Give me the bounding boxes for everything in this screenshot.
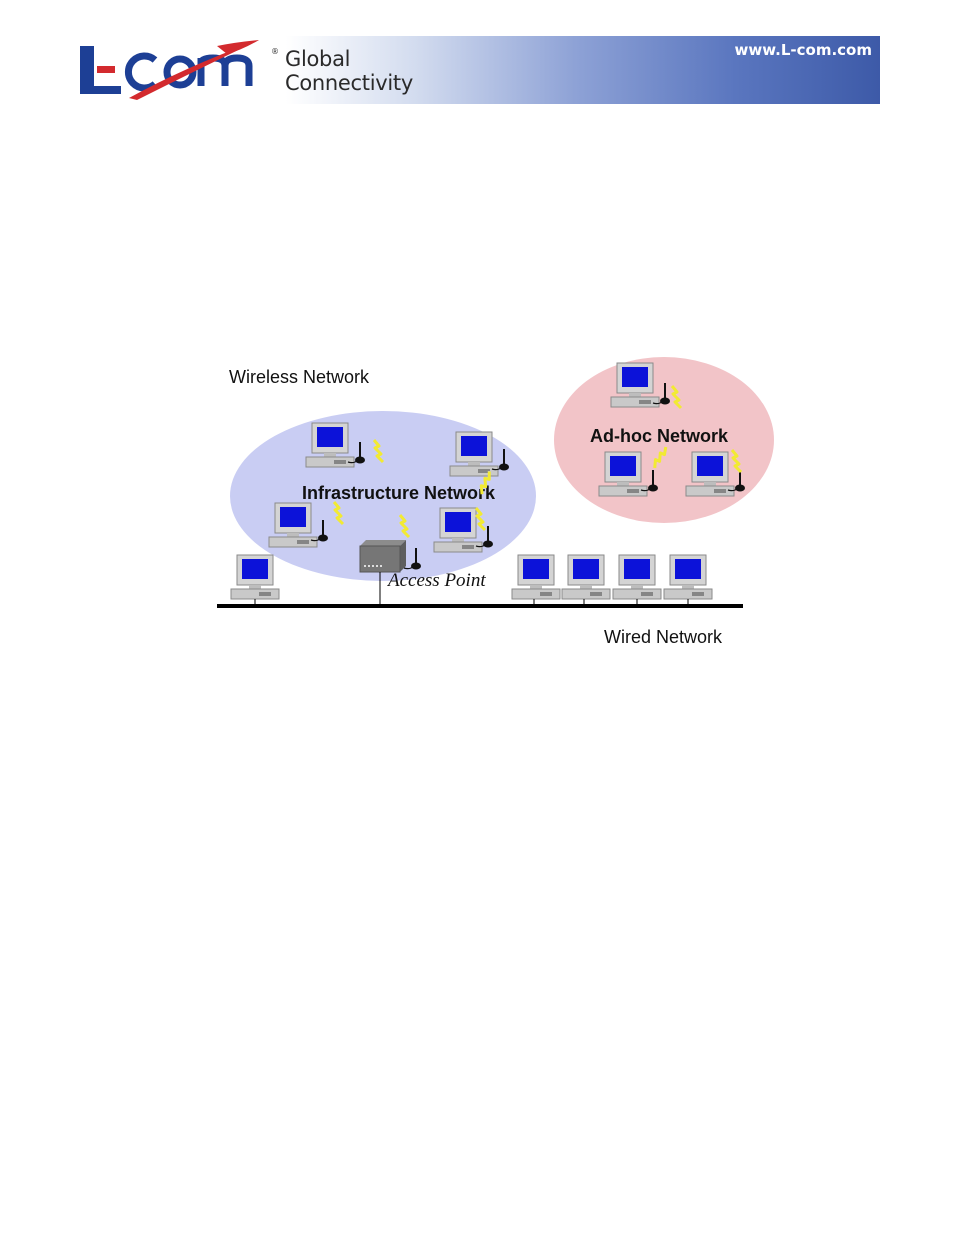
wired-pc-5 xyxy=(663,554,713,604)
access-point-device xyxy=(359,513,422,604)
adhoc-network-label: Ad-hoc Network xyxy=(590,426,729,446)
wired-pc-2 xyxy=(511,554,561,604)
website-url[interactable]: www.L-com.com xyxy=(734,41,872,59)
tagline-line1: Global xyxy=(285,47,351,71)
wired-pc-4 xyxy=(612,554,662,604)
access-point-label: Access Point xyxy=(386,570,486,591)
wired-pc-3 xyxy=(561,554,611,604)
lcom-logo: ® xyxy=(80,40,279,100)
tagline-line2: Connectivity xyxy=(285,71,413,95)
registered-mark: ® xyxy=(271,47,279,56)
infrastructure-network-label: Infrastructure Network xyxy=(302,483,496,503)
wireless-network-label: Wireless Network xyxy=(229,367,370,387)
page-header: ® Global Connectivity www.L-com.com xyxy=(77,36,880,104)
wired-network-label: Wired Network xyxy=(604,627,723,647)
logo-tagline: Global Connectivity xyxy=(285,47,413,95)
wired-pc-1 xyxy=(230,554,280,604)
